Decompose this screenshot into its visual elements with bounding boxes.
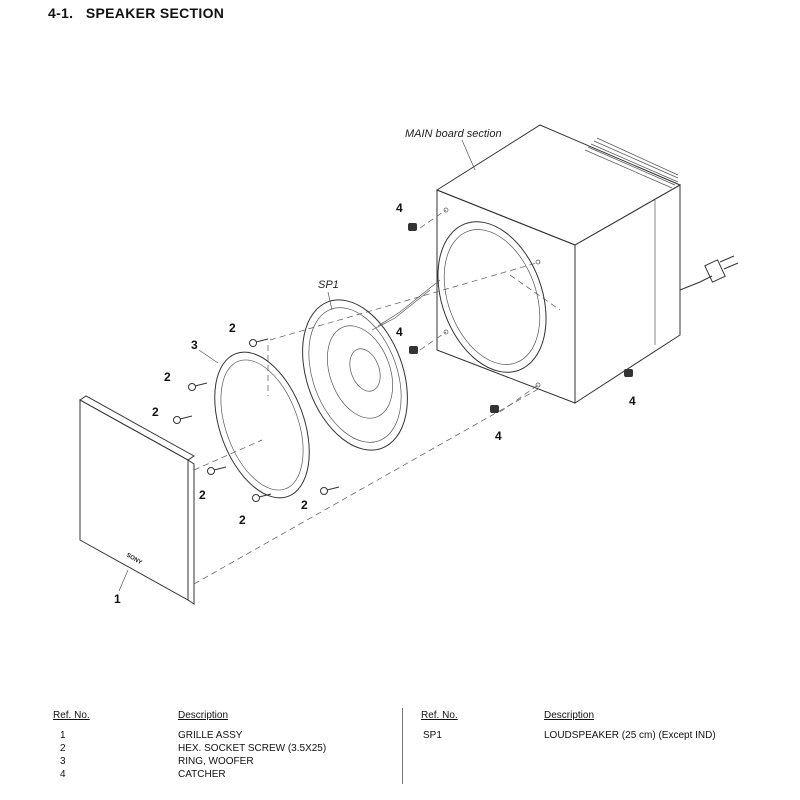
- catcher-icon: [408, 223, 633, 413]
- table-row-desc: CATCHER: [178, 769, 226, 780]
- callout-4: 4: [495, 429, 502, 443]
- table-row-desc: LOUDSPEAKER (25 cm) (Except IND): [544, 730, 716, 741]
- table-row-ref: SP1: [423, 730, 442, 741]
- ref-no-header: Ref. No.: [421, 710, 458, 721]
- callout-1: 1: [114, 592, 121, 606]
- table-row-desc: HEX. SOCKET SCREW (3.5X25): [178, 743, 327, 754]
- loudspeaker: [302, 279, 441, 451]
- table-row-ref: 1: [60, 730, 66, 741]
- ref-no-header: Ref. No.: [53, 710, 90, 721]
- description-header: Description: [544, 710, 595, 721]
- page-title: 4-1. SPEAKER SECTION: [48, 5, 225, 21]
- cabinet: [435, 124, 739, 404]
- sony-logo: SONY: [125, 553, 143, 567]
- callout-4: 4: [396, 201, 403, 215]
- vent-grille: [584, 137, 679, 189]
- table-row-desc: RING, WOOFER: [178, 756, 254, 767]
- callout-3: 3: [191, 338, 198, 352]
- callout-2: 2: [239, 513, 246, 527]
- sp1-label: SP1: [318, 279, 339, 291]
- callout-2: 2: [164, 370, 171, 384]
- callout-2: 2: [199, 488, 206, 502]
- main-board-leader: [461, 139, 476, 171]
- description-header: Description: [178, 710, 229, 721]
- grille: SONY: [79, 395, 195, 605]
- table-row-ref: 3: [60, 756, 66, 767]
- table-divider: [402, 708, 403, 784]
- callout-2: 2: [301, 498, 308, 512]
- callout-4: 4: [629, 394, 636, 408]
- callout-2: 2: [229, 321, 236, 335]
- main-board-label: MAIN board section: [405, 128, 502, 140]
- callout-4: 4: [396, 325, 403, 339]
- table-row-ref: 4: [60, 769, 66, 780]
- woofer-ring: [214, 351, 310, 499]
- screw-icon: [173, 338, 340, 502]
- callout-2: 2: [152, 405, 159, 419]
- table-row-ref: 2: [60, 743, 66, 754]
- table-row-desc: GRILLE ASSY: [178, 730, 243, 741]
- exploded-view-diagram: MAIN board section SP1 SONY: [79, 124, 739, 606]
